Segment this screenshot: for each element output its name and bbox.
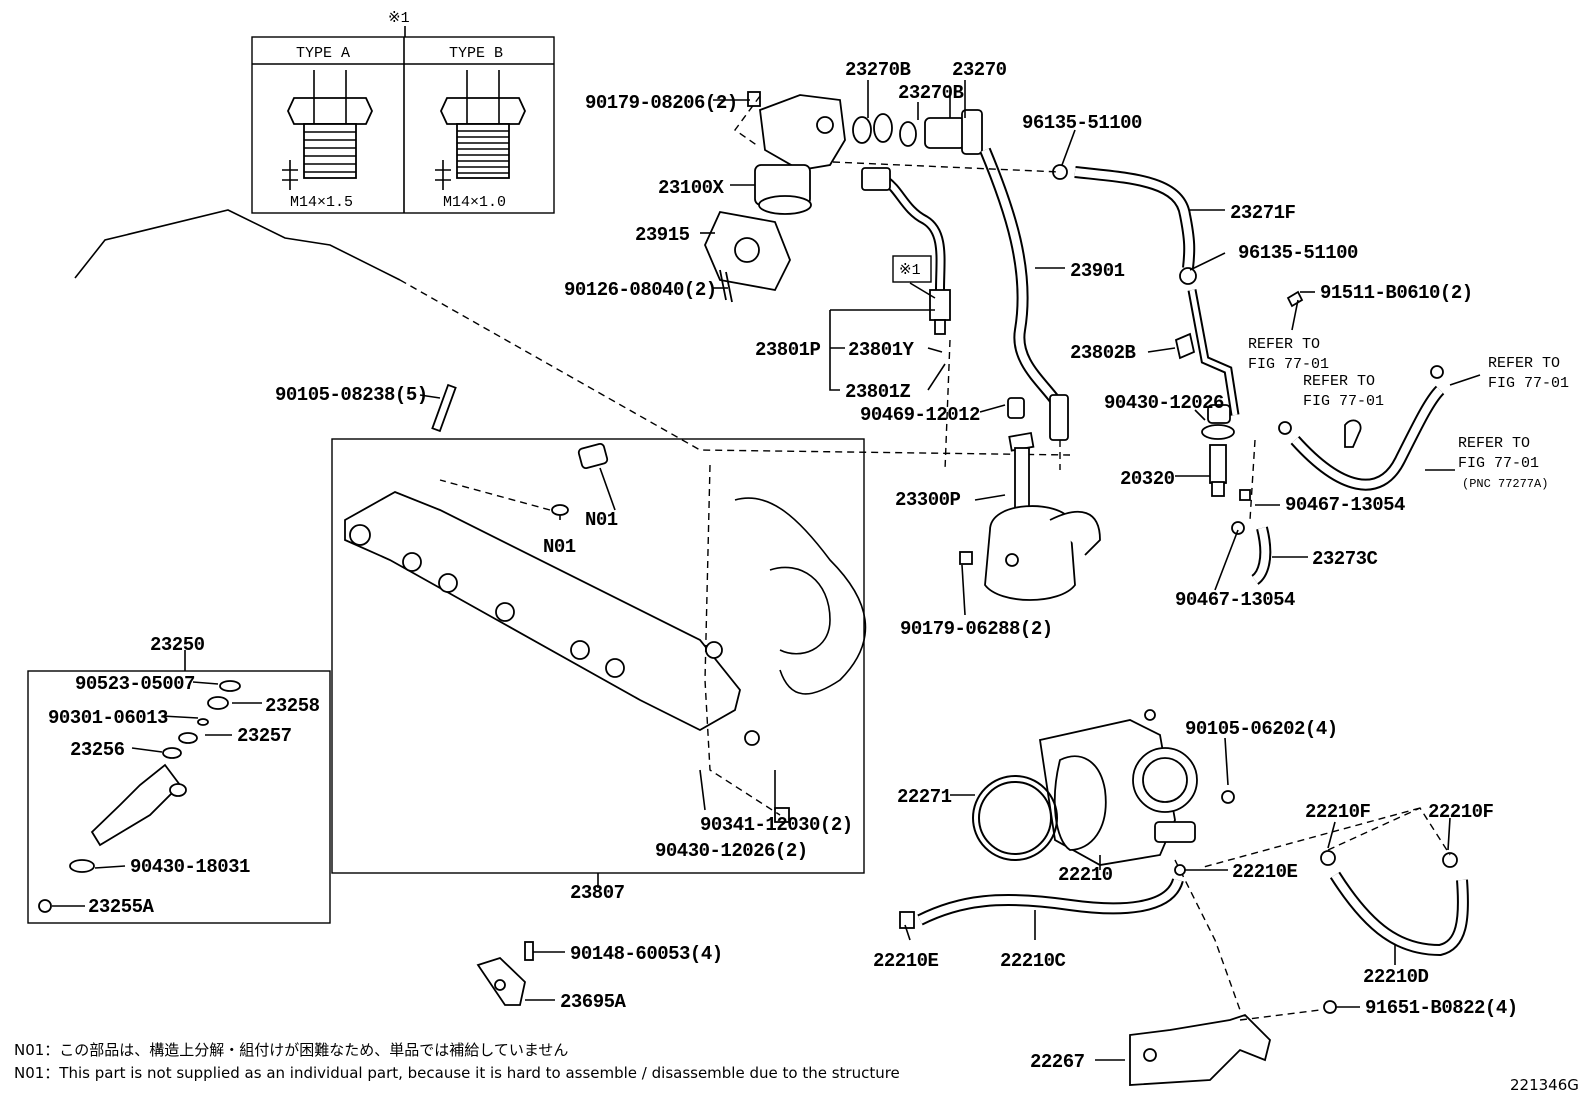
part-label: 90341-12030(2) <box>700 814 853 836</box>
part-label: 23695A <box>560 991 627 1013</box>
bracket-22267 <box>1129 1000 1337 1086</box>
part-label: 23255A <box>88 896 155 918</box>
part-label: 22210C <box>1000 950 1066 972</box>
part-label: 23257 <box>237 725 292 747</box>
part-label: 90467-13054 <box>1175 589 1295 611</box>
refer-note-line: FIG 77-01 <box>1248 356 1329 373</box>
part-label: 23901 <box>1070 260 1125 282</box>
part-label: 90469-12012 <box>860 404 980 426</box>
type-b-thread: M14×1.0 <box>443 194 506 211</box>
part-label: 22210E <box>873 950 939 972</box>
part-label: 23802B <box>1070 342 1136 364</box>
leader-lines <box>52 80 1481 1061</box>
part-label: 90179-06288(2) <box>900 618 1053 640</box>
fuel-pump-assembly <box>704 91 846 303</box>
part-label: 96135-51100 <box>1238 242 1358 264</box>
part-label: 90148-60053(4) <box>570 943 723 965</box>
vsv-23300p <box>959 431 1101 601</box>
figure-id: 221346G <box>1510 1076 1579 1094</box>
part-label: 91511-B0610(2) <box>1320 282 1473 304</box>
part-label: 23270B <box>845 59 911 81</box>
refer-note-line: (PNC 77277A) <box>1462 477 1548 491</box>
callout-mark: ※1 <box>388 10 410 27</box>
fitting-type-b-icon <box>435 70 526 190</box>
part-label: 23273C <box>1312 548 1378 570</box>
part-label: 23250 <box>150 634 205 656</box>
footnote-english: N01：This part is not supplied as an indi… <box>14 1064 900 1082</box>
part-label: 23270 <box>952 59 1007 81</box>
refer-note-line: REFER TO <box>1303 373 1375 390</box>
part-label: N01 <box>585 509 618 531</box>
bracket-23695a <box>476 941 534 1006</box>
footnote-japanese: N01：この部品は、構造上分解・組付けが困難なため、単品では補給していません <box>14 1041 568 1059</box>
injector-box <box>27 670 331 924</box>
type-b-title: TYPE B <box>449 45 503 62</box>
part-label: 22210F <box>1305 801 1371 823</box>
part-label: 90467-13054 <box>1285 494 1405 516</box>
callout-mark-pipe: ※1 <box>899 262 921 279</box>
injector <box>38 680 241 913</box>
engine-outline <box>74 209 1071 695</box>
refer-note-line: FIG 77-01 <box>1303 393 1384 410</box>
part-label: 90430-18031 <box>130 856 250 878</box>
refer-note-line: REFER TO <box>1248 336 1320 353</box>
fitting-type-a-icon <box>282 70 373 190</box>
part-label: 20320 <box>1120 468 1175 490</box>
part-label: 90430-12026 <box>1104 392 1224 414</box>
part-label: 23300P <box>895 489 961 511</box>
part-label: 23801P <box>755 339 821 361</box>
type-a-thread: M14×1.5 <box>290 194 353 211</box>
part-label: 22210 <box>1058 864 1113 886</box>
hose-23271f <box>1074 166 1196 269</box>
part-label: 90523-05007 <box>75 673 195 695</box>
part-label: 90105-08238(5) <box>275 384 428 406</box>
refer-note-line: REFER TO <box>1488 355 1560 372</box>
part-label: 91651-B0822(4) <box>1365 997 1518 1019</box>
part-label: 23271F <box>1230 202 1296 224</box>
part-label: 23256 <box>70 739 125 761</box>
pressure-valve <box>852 90 983 155</box>
part-label: 90105-06202(4) <box>1185 718 1338 740</box>
part-label: 23801Z <box>845 381 911 403</box>
thread-type-table: ※1 TYPE A TYPE B M14×1.5 M14×1.0 <box>251 10 555 214</box>
valve-20320 <box>1201 424 1235 497</box>
part-label: 90179-08206(2) <box>585 92 738 114</box>
refer-note-line: FIG 77-01 <box>1488 375 1569 392</box>
part-label: 96135-51100 <box>1022 112 1142 134</box>
part-label: 22267 <box>1030 1051 1085 1073</box>
part-label: 23915 <box>635 224 690 246</box>
part-label: 90301-06013 <box>48 707 168 729</box>
refer-note-line: FIG 77-01 <box>1458 455 1539 472</box>
throttle-body <box>972 709 1198 866</box>
fuel-pipe-inner <box>883 177 944 291</box>
part-label: 22210D <box>1363 966 1429 988</box>
refer-notes: REFER TO FIG 77-01 REFER TO FIG 77-01 RE… <box>1248 336 1569 491</box>
part-label: 90126-08040(2) <box>564 279 717 301</box>
part-label: 90430-12026(2) <box>655 840 808 862</box>
part-label: 22210F <box>1428 801 1494 823</box>
refer-note-line: REFER TO <box>1458 435 1530 452</box>
part-label: 23100X <box>658 177 725 199</box>
part-label: 22210E <box>1232 861 1298 883</box>
part-label: N01 <box>543 536 576 558</box>
part-label: 22271 <box>897 786 952 808</box>
type-a-title: TYPE A <box>296 45 350 62</box>
part-label: 23270B <box>898 82 964 104</box>
part-label: 23258 <box>265 695 320 717</box>
fuel-rail <box>344 442 790 823</box>
part-label: 23807 <box>570 882 625 904</box>
part-label: 23801Y <box>848 339 915 361</box>
part-labels: 90179-08206(2) 23270B 23270 23270B 96135… <box>48 59 1518 1073</box>
